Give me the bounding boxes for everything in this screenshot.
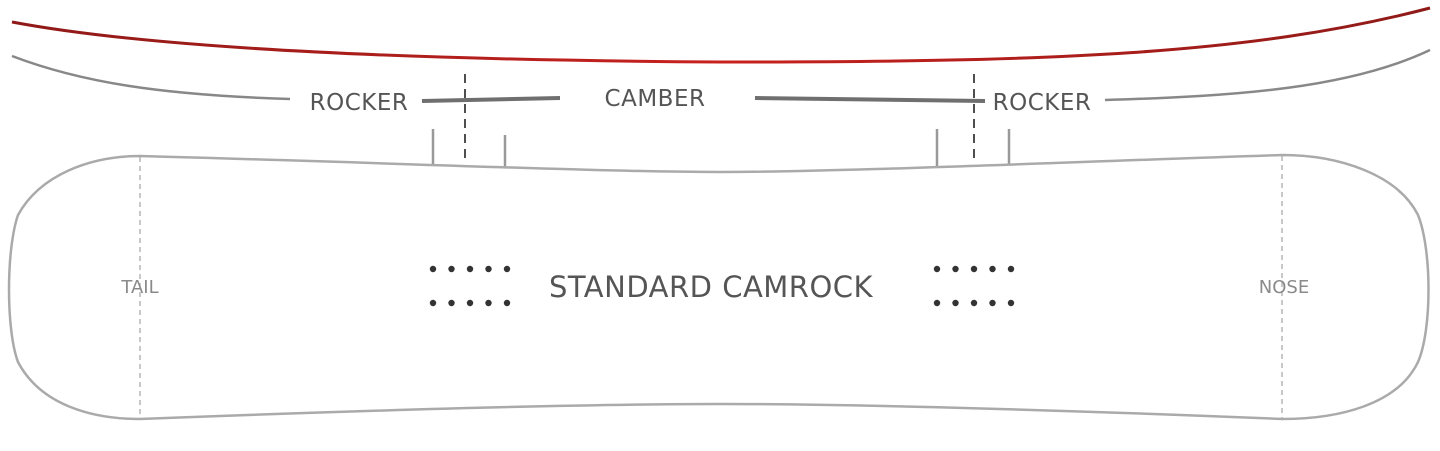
- insert-dot-right: [970, 299, 978, 307]
- camber-right-segment: [754, 96, 986, 103]
- rocker-left-label: ROCKER: [310, 90, 409, 116]
- insert-dot-left: [503, 265, 511, 273]
- profile-highlight-curve: [11, 6, 1431, 64]
- insert-dot-right: [989, 299, 996, 307]
- insert-dot-left: [466, 265, 474, 273]
- insert-dot-left: [429, 299, 437, 307]
- insert-dot-right: [933, 299, 941, 307]
- insert-dot-right: [1007, 265, 1015, 273]
- camber-label: CAMBER: [605, 86, 706, 112]
- board-outline: [7, 153, 1430, 421]
- insert-dot-right: [1007, 299, 1015, 307]
- inserts-left: [429, 265, 511, 307]
- profile-outer-curve: [11, 48, 1431, 102]
- rocker-right-label: ROCKER: [993, 90, 1092, 116]
- model-name: STANDARD CAMROCK: [549, 270, 874, 304]
- insert-dot-right: [970, 265, 978, 273]
- tail-label: TAIL: [120, 277, 158, 298]
- insert-dot-left: [448, 265, 455, 273]
- insert-dot-right: [933, 265, 941, 273]
- insert-dot-right: [952, 265, 959, 273]
- insert-dot-left: [485, 265, 492, 273]
- insert-dot-left: [466, 299, 474, 307]
- insert-dot-left: [485, 299, 492, 307]
- inserts-right: [933, 265, 1015, 307]
- insert-dot-right: [952, 299, 959, 307]
- insert-dot-left: [503, 299, 511, 307]
- insert-dot-right: [989, 265, 996, 273]
- rocker-left-segment: [421, 96, 561, 103]
- nose-label: NOSE: [1259, 277, 1309, 298]
- insert-dot-left: [429, 265, 437, 273]
- insert-dot-left: [448, 299, 455, 307]
